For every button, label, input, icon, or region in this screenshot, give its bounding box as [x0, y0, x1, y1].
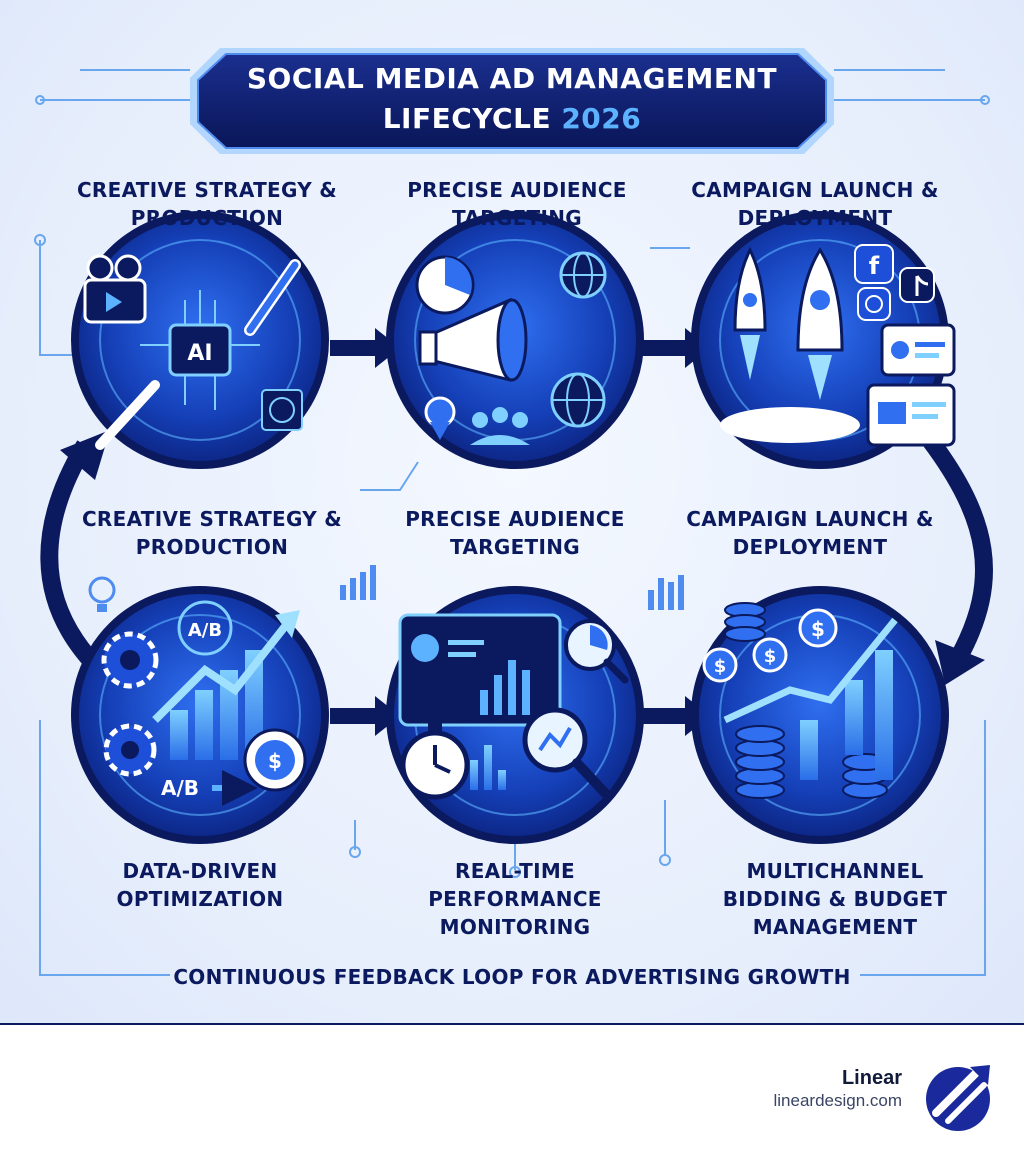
title-line-2: LIFECYCLE 2026 — [383, 99, 642, 139]
rocket-icon — [720, 246, 860, 443]
megaphone-icon — [418, 297, 528, 382]
budget-chart-icon — [723, 617, 898, 780]
target-icon: $ — [243, 728, 307, 792]
growth-bars-icon — [152, 610, 300, 760]
ab-test-label-bottom: A/B — [161, 770, 258, 806]
svg-text:$: $ — [714, 656, 727, 677]
step-label-top-1: Creative Strategy & Production — [76, 178, 338, 230]
title-lifecycle: LIFECYCLE — [382, 102, 552, 135]
paintbrush-icon — [244, 259, 301, 336]
svg-text:A/B: A/B — [161, 776, 199, 800]
title-banner-shape — [190, 48, 834, 154]
circuit-lines — [34, 69, 990, 976]
pie-chart-icon — [415, 255, 475, 315]
location-pin-icon — [424, 396, 456, 440]
step-label-mid-3: Campaign Launch & Deployment — [686, 507, 934, 559]
facebook-icon: f — [854, 244, 894, 284]
svg-text:A/B: A/B — [188, 620, 222, 641]
instagram-icon — [857, 287, 891, 321]
svg-text:f: f — [869, 252, 880, 280]
title-line-1: SOCIAL MEDIA AD MANAGEMENT — [246, 62, 778, 95]
title-banner: SOCIAL MEDIA AD MANAGEMENT LIFECYCLE 202… — [200, 44, 824, 154]
globe-icon — [550, 251, 607, 428]
step-label-bottom-2: Real-Time Performance Monitoring — [428, 859, 602, 939]
svg-text:$: $ — [764, 646, 777, 667]
ab-test-badge-top: A/B — [177, 600, 233, 656]
step-label-mid-2: Precise Audience Targeting — [405, 507, 625, 559]
pen-icon — [95, 380, 160, 450]
lightbulb-icon — [88, 576, 116, 612]
stopwatch-icon — [400, 722, 470, 800]
step-label-top-3: Campaign Launch & Deployment — [691, 178, 939, 230]
step-label-bottom-3: Multichannel Bidding & Budget Management — [722, 859, 948, 939]
svg-text:$: $ — [811, 617, 825, 641]
cycle-arrows — [40, 430, 993, 685]
feedback-loop-caption: CONTINUOUS FEEDBACK LOOP FOR ADVERTISING… — [173, 965, 851, 989]
dollar-coin-icon: $ $ $ — [702, 608, 838, 683]
mini-chart-icon — [340, 565, 684, 610]
audience-icon — [470, 407, 530, 445]
linear-logo-icon — [926, 1065, 990, 1131]
ai-chip-text: AI — [187, 341, 212, 366]
video-camera-icon — [83, 254, 147, 324]
brand-block: Linear lineardesign.com — [773, 1066, 902, 1112]
globe-chip-icon — [261, 389, 303, 431]
step-label-top-2: Precise Audience Targeting — [407, 178, 627, 230]
bars-icon — [470, 745, 506, 790]
infographic-artwork: AI — [34, 48, 993, 976]
brand-url: lineardesign.com — [773, 1091, 902, 1110]
brand-name: Linear — [841, 1067, 902, 1089]
dashboard-icon — [398, 613, 562, 727]
infographic: AI — [0, 0, 1024, 1025]
svg-text:$: $ — [268, 749, 282, 773]
step-label-bottom-1: Data-Driven Optimization — [116, 859, 284, 911]
ai-chip-icon: AI — [140, 290, 260, 410]
gear-icon — [101, 631, 159, 777]
tiktok-icon — [899, 267, 935, 303]
ad-window-icon — [866, 323, 956, 447]
title-year: 2026 — [561, 102, 642, 135]
step-label-mid-1: Creative Strategy & Production — [81, 507, 343, 559]
divider — [0, 1023, 1024, 1025]
magnifier-icon — [522, 619, 629, 798]
